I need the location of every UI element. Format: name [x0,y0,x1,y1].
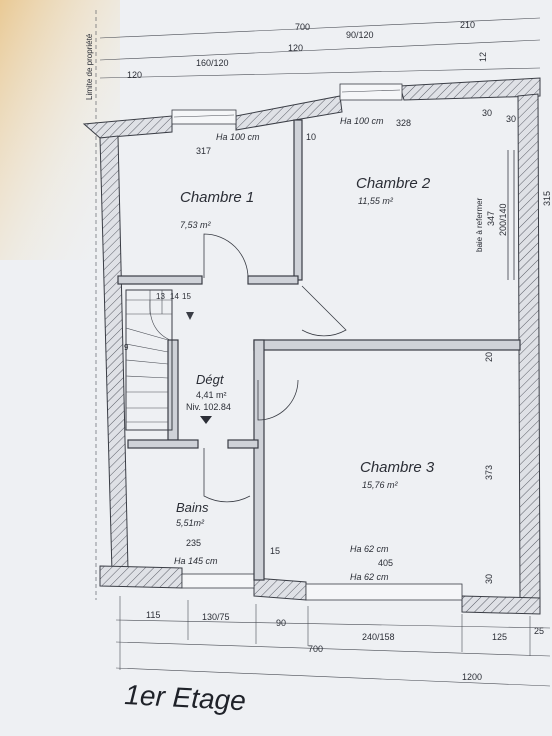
stair-step-9: 9 [124,343,129,352]
room-name-chambre-3: Chambre 3 [360,459,435,476]
dim-405: 405 [378,558,393,568]
stair-step-13: 13 [156,292,165,301]
dim-top-overall: 700 [295,22,310,32]
top-dimension-lines [99,17,541,79]
bay-to-close-label: baie à refermer [475,197,484,252]
windows [171,83,463,601]
stair-step-15: 15 [182,292,191,301]
dim-top-right: 210 [460,20,475,30]
dim-bottom-115: 115 [146,610,160,620]
dim-30c: 30 [484,574,494,584]
dim-20: 20 [484,352,494,362]
room-area-chambre-2: 11,55 m² [358,196,394,206]
floor-title: 1er Etage [124,679,247,716]
level-marker-icon [200,416,212,424]
dim-10: 10 [306,132,316,142]
room-name-chambre-1: Chambre 1 [180,189,254,206]
dim-bottom-125: 125 [492,632,507,642]
dim-235: 235 [186,538,201,548]
interior-walls [117,119,521,581]
doors [203,233,347,503]
dim-bottom-1200: 1200 [462,672,482,682]
window-height-chambre-3-a: Ha 62 cm [350,544,389,554]
exterior-walls [82,77,541,615]
room-area-bains: 5,51m² [176,518,205,528]
dim-bottom-240-158: 240/158 [362,632,395,642]
dim-top-120a: 120 [127,70,142,80]
dim-315: 315 [542,191,552,206]
window-height-bains: Ha 145 cm [174,556,218,566]
dim-top-90-120: 90/120 [346,30,374,40]
room-name-bains: Bains [176,500,209,515]
dim-top-120b: 120 [288,43,303,53]
dim-30b: 30 [506,114,516,124]
room-area-chambre-3: 15,76 m² [362,480,399,490]
dim-15: 15 [270,546,280,556]
window-height-chambre-2: Ha 100 cm [340,116,384,126]
staircase [125,289,194,431]
room-name-chambre-2: Chambre 2 [356,175,431,192]
dim-top-12: 12 [478,52,488,62]
dim-317: 317 [196,146,211,156]
dim-bottom-130-75: 130/75 [202,612,230,622]
bottom-dimension-lines [115,596,551,687]
dim-top-160-120: 160/120 [196,58,229,68]
window-height-chambre-3-b: Ha 62 cm [350,572,389,582]
dim-328: 328 [396,118,411,128]
dim-30a: 30 [482,108,492,118]
dim-200-140: 200/140 [498,203,508,236]
dim-bottom-90: 90 [276,618,286,628]
dim-347: 347 [486,211,496,226]
room-area-chambre-1: 7,53 m² [180,220,212,230]
property-limit-label: Limite de propriété [85,33,94,100]
dim-bottom-700: 700 [308,644,323,654]
room-name-degt: Dégt [196,372,225,387]
window-height-chambre-1: Ha 100 cm [216,132,260,142]
room-area-degt: 4,41 m² [196,390,227,400]
room-level-degt: Niv. 102.84 [186,402,231,412]
dim-373: 373 [484,465,494,480]
dim-bottom-25: 25 [534,626,544,636]
stair-step-14: 14 [170,292,179,301]
